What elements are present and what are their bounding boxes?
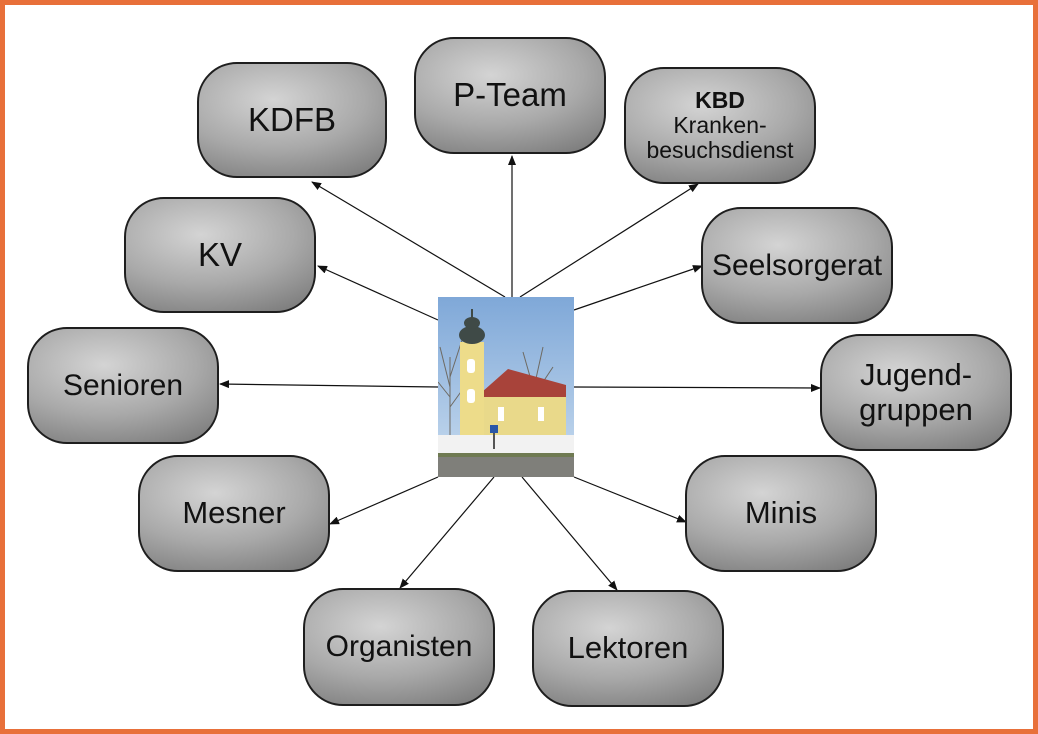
arrow-kv	[317, 265, 439, 321]
node-p-team: P-Team	[414, 37, 606, 154]
node-kbd-line1: Kranken-	[673, 111, 767, 138]
node-lektoren: Lektoren	[532, 590, 724, 707]
arrow-mesner	[329, 476, 439, 525]
arrow-senioren	[219, 380, 439, 389]
arrow-organisten	[399, 476, 495, 589]
arrow-seelsorgerat	[573, 265, 703, 311]
node-senioren: Senioren	[27, 327, 219, 444]
node-minis-label: Minis	[744, 495, 818, 531]
node-seelsorgerat-label: Seelsorgerat	[711, 248, 883, 282]
arrow-minis	[573, 476, 687, 523]
node-lektoren-label: Lektoren	[567, 630, 689, 666]
node-mesner: Mesner	[138, 455, 330, 572]
arrow-kbd	[519, 183, 699, 298]
node-organisten-label: Organisten	[325, 630, 473, 664]
node-minis: Minis	[685, 455, 877, 572]
node-p-team-label: P-Team	[453, 76, 567, 114]
node-kv: KV	[124, 197, 316, 313]
node-organisten: Organisten	[303, 588, 495, 706]
node-jugend-line2: gruppen	[859, 391, 973, 427]
arrow-jugend	[573, 383, 821, 392]
node-kdfb-label: KDFB	[247, 100, 336, 138]
node-kbd: KBD Kranken- besuchsdienst	[624, 67, 816, 184]
node-jugend-line1: Jugend-	[859, 356, 973, 392]
node-kdfb: KDFB	[197, 62, 387, 178]
node-jugend: Jugend- gruppen	[820, 334, 1012, 451]
node-kbd-title: KBD	[695, 86, 745, 113]
church-photo	[438, 297, 574, 477]
node-kbd-line2: besuchsdienst	[646, 137, 794, 164]
arrow-lektoren	[521, 476, 618, 591]
node-seelsorgerat: Seelsorgerat	[701, 207, 893, 324]
arrow-kdfb	[311, 181, 506, 298]
node-kv-label: KV	[197, 235, 243, 273]
node-senioren-label: Senioren	[62, 368, 184, 402]
node-mesner-label: Mesner	[182, 495, 286, 531]
